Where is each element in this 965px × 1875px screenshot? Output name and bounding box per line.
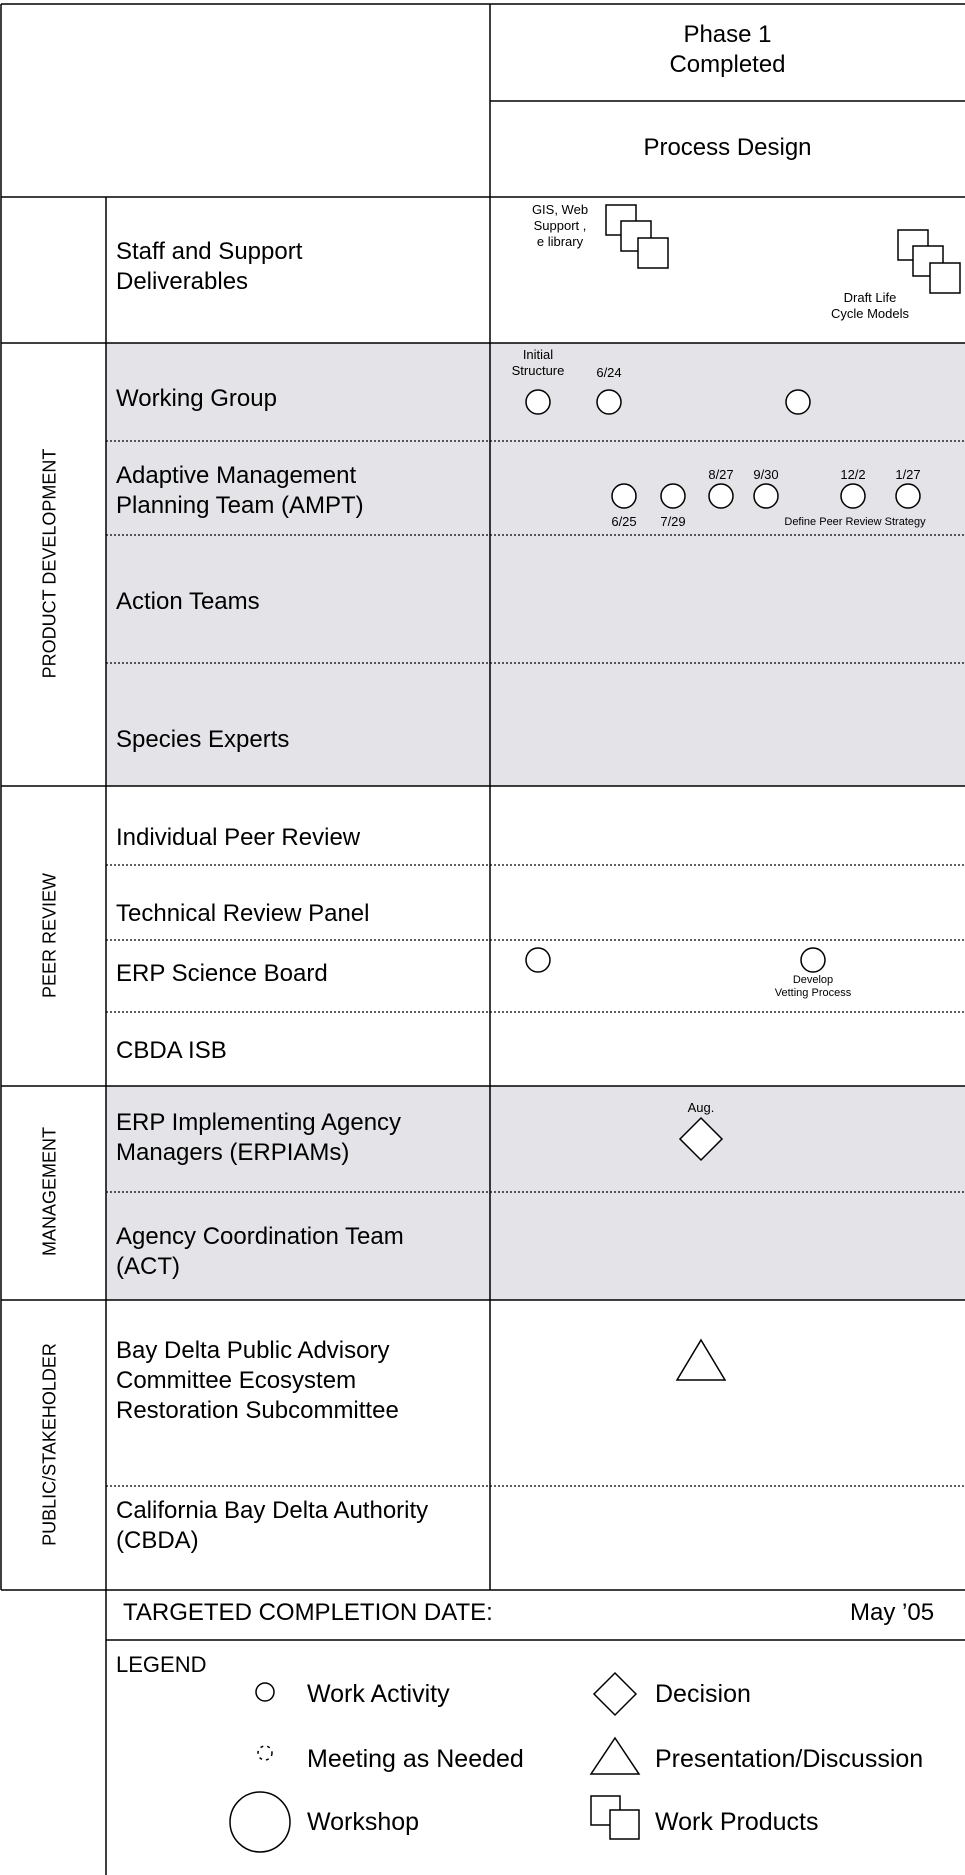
legend-presentation-icon [589, 1736, 641, 1775]
row-technical-review-panel: Technical Review Panel [116, 900, 370, 927]
targeted-label: TARGETED COMPLETION DATE: [123, 1599, 493, 1626]
wg-circle-624 [596, 389, 622, 415]
annot-define-peer: Define Peer Review Strategy [784, 516, 926, 528]
wg-circle-initial [525, 389, 551, 415]
annot-wg-date: 6/24 [596, 365, 622, 380]
phase-title: Phase 1 Completed [669, 21, 786, 78]
legend-work-activity: Work Activity [307, 1680, 450, 1708]
annot-ampt-930: 9/30 [753, 467, 779, 482]
legend-work-products: Work Products [655, 1808, 819, 1836]
legend-decision-icon [592, 1671, 638, 1717]
row-action-teams: Action Teams [116, 588, 260, 615]
section-peer-review: PEER REVIEW [39, 872, 60, 999]
row-working-group: Working Group [116, 385, 277, 412]
legend-decision: Decision [655, 1680, 751, 1708]
annot-ampt-729: 7/29 [660, 514, 686, 529]
legend-workshop: Workshop [307, 1808, 420, 1836]
ampt-circle-127 [895, 483, 921, 509]
section-public-stakeholder: PUBLIC/STAKEHOLDER [39, 1343, 60, 1546]
row-bdpac: Bay Delta Public Advisory Committee Ecos… [116, 1337, 399, 1424]
ampt-circle-827 [708, 483, 734, 509]
annot-develop-vetting: Develop Vetting Process [774, 974, 852, 999]
row-species-experts: Species Experts [116, 726, 290, 753]
ampt-circle-122 [840, 483, 866, 509]
row-staff-support: Staff and Support Deliverables [116, 238, 303, 295]
annot-ampt-122: 12/2 [840, 467, 866, 482]
work-products-gis [605, 204, 669, 269]
legend-title: LEGEND [116, 1652, 207, 1677]
ampt-circle-729 [660, 483, 686, 509]
row-individual-peer-review: Individual Peer Review [116, 824, 361, 851]
annot-initial-structure: Initial Structure [511, 347, 565, 378]
section-product-development: PRODUCT DEVELOPMENT [39, 448, 60, 679]
section-management: MANAGEMENT [39, 1127, 60, 1257]
column-title: Process Design [643, 134, 812, 161]
annot-ampt-827: 8/27 [708, 467, 734, 482]
row-act: Agency Coordination Team (ACT) [116, 1223, 404, 1280]
legend-work-products-icon [590, 1795, 640, 1840]
row-erp-science-board: ERP Science Board [116, 960, 328, 987]
shaded-management [106, 1086, 965, 1300]
annot-ampt-625: 6/25 [611, 514, 637, 529]
legend-presentation: Presentation/Discussion [655, 1745, 924, 1773]
ampt-circle-930 [753, 483, 779, 509]
legend-workshop-icon [229, 1791, 291, 1853]
legend-meeting-icon [257, 1745, 273, 1761]
esb-circle-1 [525, 947, 551, 973]
wg-circle-3 [785, 389, 811, 415]
annot-gis: GIS, Web Support , e library [531, 202, 589, 249]
presentation-triangle [675, 1338, 727, 1381]
legend-meeting: Meeting as Needed [307, 1745, 524, 1773]
targeted-value: May ’05 [850, 1599, 935, 1626]
esb-circle-develop [800, 947, 826, 973]
decision-diamond-aug [678, 1116, 724, 1162]
annot-ampt-127: 1/27 [895, 467, 921, 482]
row-cbda: California Bay Delta Authority (CBDA) [116, 1497, 429, 1554]
shaded-product-development [106, 343, 965, 786]
annot-aug: Aug. [687, 1100, 715, 1115]
row-cbda-isb: CBDA ISB [116, 1037, 227, 1064]
legend-work-activity-icon [255, 1682, 275, 1702]
row-erpiams: ERP Implementing Agency Managers (ERPIAM… [116, 1109, 402, 1166]
ampt-circle-625 [611, 483, 637, 509]
annot-draft-life: Draft Life Cycle Models [830, 290, 910, 321]
row-ampt: Adaptive Management Planning Team (AMPT) [116, 462, 364, 519]
work-products-draft-life [897, 229, 961, 294]
